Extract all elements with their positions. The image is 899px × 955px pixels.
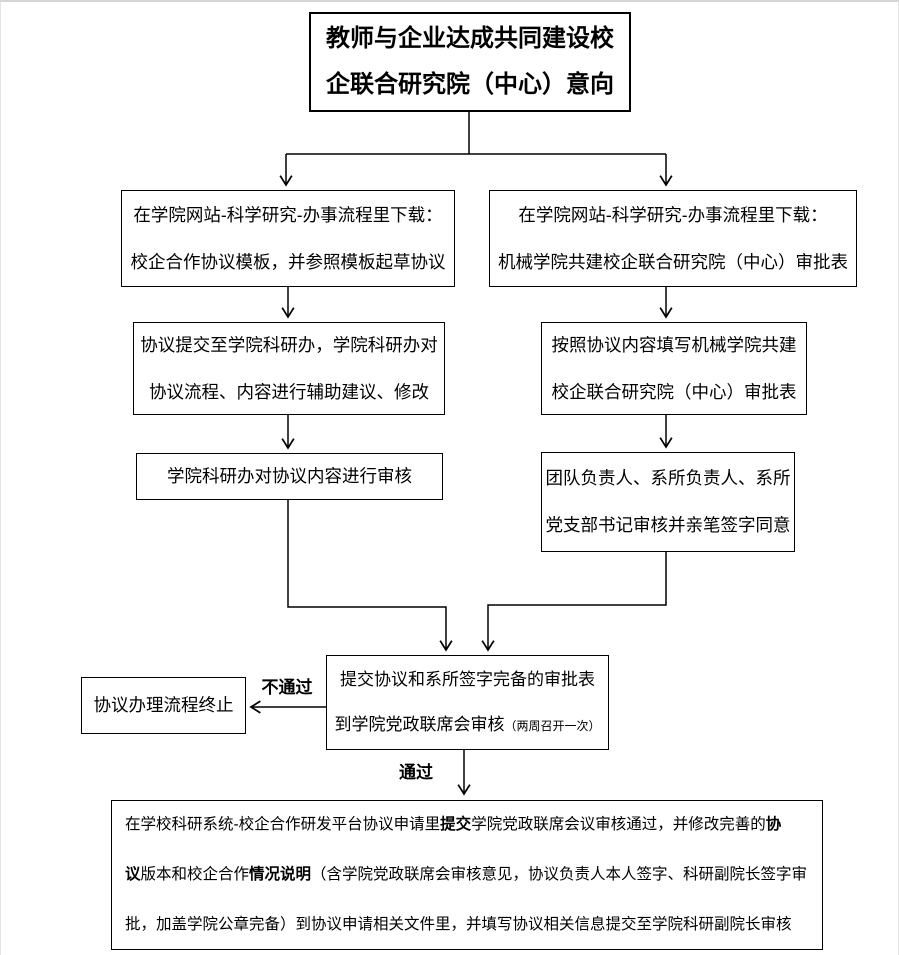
joint-meeting-review-box: 提交协议和系所签字完备的审批表 到学院党政联席会审核（两周召开一次） bbox=[326, 655, 609, 750]
pass-label: 通过 bbox=[386, 763, 446, 783]
final-submission-line-3: 批，加盖学院公章完备）到协议申请相关文件里，并填写协议相关信息提交至学院科研副院… bbox=[125, 916, 792, 933]
download-template-line-2: 校企合作协议模板，并参照模板起草协议 bbox=[130, 251, 446, 272]
intent-line-2: 企联合研究院（中心）意向 bbox=[326, 71, 614, 98]
download-template-line-1: 在学院网站-科学研究-办事流程里下载： bbox=[133, 204, 443, 225]
joint-meeting-review-line-2-note: （两周召开一次） bbox=[504, 718, 601, 733]
elbow-left-merge-icon bbox=[287, 500, 453, 652]
terminate-box: 协议办理流程终止 bbox=[81, 677, 246, 734]
fail-label: 不通过 bbox=[249, 678, 325, 698]
terminate-label: 协议办理流程终止 bbox=[93, 695, 234, 715]
leaders-sign-line-2: 党支部书记审核并亲笔签字同意 bbox=[545, 515, 791, 535]
intent-box: 教师与企业达成共同建设校 企联合研究院（中心）意向 bbox=[309, 12, 631, 112]
intent-line-1: 教师与企业达成共同建设校 bbox=[326, 25, 614, 52]
fill-approval-form-box: 按照协议内容填写机械学院共建 校企联合研究院（中心）审批表 bbox=[541, 322, 807, 415]
fill-approval-form-line-2: 校企联合研究院（中心）审批表 bbox=[551, 381, 797, 402]
leaders-sign-box: 团队负责人、系所负责人、系所 党支部书记审核并亲笔签字同意 bbox=[541, 452, 795, 552]
download-approval-form-box: 在学院网站-科学研究-办事流程里下载： 机械学院共建校企联合研究院（中心）审批表 bbox=[489, 190, 857, 287]
split-connector-line bbox=[286, 112, 666, 155]
joint-meeting-review-line-2-main: 到学院党政联席会审核 bbox=[334, 714, 505, 734]
download-approval-form-line-1: 在学院网站-科学研究-办事流程里下载： bbox=[518, 204, 828, 225]
final-submission-line-2: 议版本和校企合作情况说明（含学院党政联席会审核意见，协议负责人本人签字、科研副院… bbox=[125, 866, 808, 883]
submit-agreement-line-1: 协议提交至学院科研办，学院科研办对 bbox=[140, 334, 438, 355]
leaders-sign-line-1: 团队负责人、系所负责人、系所 bbox=[545, 468, 791, 488]
elbow-right-merge-icon bbox=[481, 552, 667, 652]
joint-meeting-review-line-2: 到学院党政联席会审核（两周召开一次） bbox=[334, 702, 600, 749]
office-review-line-1: 学院科研办对协议内容进行审核 bbox=[167, 466, 412, 486]
office-review-box: 学院科研办对协议内容进行审核 bbox=[136, 453, 443, 500]
fill-approval-form-line-1: 按照协议内容填写机械学院共建 bbox=[551, 334, 797, 355]
download-template-box: 在学院网站-科学研究-办事流程里下载： 校企合作协议模板，并参照模板起草协议 bbox=[121, 190, 455, 287]
download-approval-form-line-2: 机械学院共建校企联合研究院（中心）审批表 bbox=[498, 251, 848, 272]
final-submission-box: 在学校科研系统-校企合作研发平台协议申请里提交学院党政联席会议审核通过，并修改完… bbox=[111, 800, 823, 950]
submit-agreement-box: 协议提交至学院科研办，学院科研办对 协议流程、内容进行辅助建议、修改 bbox=[133, 322, 445, 415]
submit-agreement-line-2: 协议流程、内容进行辅助建议、修改 bbox=[149, 381, 429, 402]
joint-meeting-review-line-1: 提交协议和系所签字完备的审批表 bbox=[340, 669, 595, 689]
final-submission-line-1: 在学校科研系统-校企合作研发平台协议申请里提交学院党政联席会议审核通过，并修改完… bbox=[125, 816, 782, 833]
